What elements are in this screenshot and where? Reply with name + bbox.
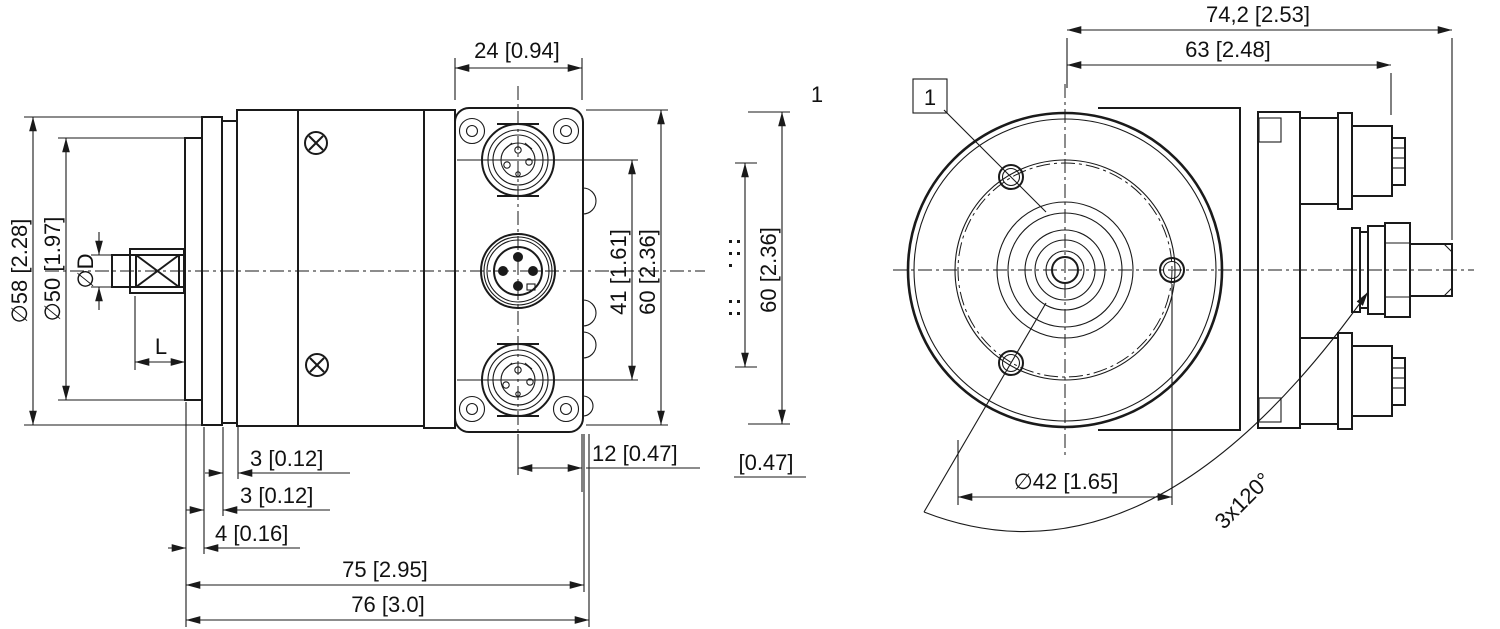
dim-76-label: 76 [3.0]: [351, 592, 424, 617]
dim-dia58: ∅58 [2.28]: [7, 116, 202, 426]
dim-74-2: 74,2 [2.53]: [1066, 2, 1453, 240]
dim-63-label: 63 [2.48]: [1185, 37, 1271, 62]
dim-41-label: 41 [1.61]: [606, 229, 631, 315]
front-view: 1 3x120° ∅42 [1.65] 74,2 [2.53] 63 [: [893, 2, 1474, 534]
connector-block: [454, 107, 584, 433]
hole-radial-line: [923, 302, 1047, 513]
callout-1-label: 1: [924, 85, 936, 110]
mount-tab: [1258, 117, 1282, 143]
cable-gland-bumps: [582, 187, 597, 417]
dim-3-offset-label: 3 [0.12]: [250, 446, 323, 471]
dim-12: 12 [0.47]: [517, 434, 700, 475]
callout-1-boxed: 1: [912, 78, 1047, 213]
m12-connector-bottom: [481, 343, 555, 417]
dim-3x120: 3x120°: [923, 291, 1369, 534]
mounting-ears: [458, 117, 580, 423]
dim-L: L: [134, 292, 186, 370]
dim-diaD: ∅D: [73, 232, 112, 310]
dim-3-offset: 3 [0.12]: [205, 446, 350, 477]
dim-dia42-label: ∅42 [1.65]: [1014, 469, 1119, 494]
dim-74-2-label: 74,2 [2.53]: [1206, 2, 1310, 27]
spacer-ring: [221, 120, 238, 424]
dim-76: 76 [3.0]: [186, 592, 589, 624]
clipped-text-dots: [729, 240, 740, 315]
side-connector-top: [1299, 112, 1406, 210]
phillips-screw-icon: [304, 131, 328, 155]
connector-plate: [423, 109, 456, 429]
housing-body: [236, 109, 425, 427]
dim-dia42: ∅42 [1.65]: [957, 284, 1173, 505]
dim-3x120-label: 3x120°: [1210, 468, 1276, 534]
dim-75-label: 75 [2.95]: [342, 557, 428, 582]
dim-3-thickness: 3 [0.12]: [186, 483, 330, 514]
dim-L-label: L: [155, 334, 167, 359]
mount-tab: [1258, 397, 1282, 423]
dim-3-thickness-label: 3 [0.12]: [240, 483, 313, 508]
dim-4: 4 [0.16]: [168, 521, 300, 552]
fragment-view: 1 60 [2.36] [0.47]: [729, 82, 823, 478]
housing-square: [1098, 107, 1241, 431]
dim-dia50: ∅50 [1.97]: [40, 137, 185, 401]
dim-60-label: 60 [2.36]: [635, 229, 660, 315]
dim-24: 24 [0.94]: [454, 38, 583, 100]
dim-24-label: 24 [0.94]: [474, 38, 560, 63]
pilot-boss: [184, 137, 203, 401]
side-view: 24 [0.94] ∅58 [2.28] ∅50 [1.97] ∅D: [7, 38, 705, 627]
phillips-screw-icon: [305, 353, 329, 377]
fragment-callout-1: 1: [811, 82, 823, 107]
m12-connector-middle: [480, 233, 556, 309]
mounting-hole: [1159, 257, 1185, 283]
dim-75: 75 [2.95]: [186, 557, 584, 589]
dim-4-label: 4 [0.16]: [215, 521, 288, 546]
dim-12-label: 12 [0.47]: [592, 441, 678, 466]
fragment-dim-047-label: [0.47]: [738, 450, 793, 475]
mounting-hole: [998, 350, 1024, 376]
dim-41: 41 [1.61]: [606, 160, 636, 380]
dim-63: 63 [2.48]: [1067, 37, 1392, 115]
mounting-hole: [998, 164, 1024, 190]
fragment-dim-60-label: 60 [2.36]: [756, 227, 781, 313]
dim-dia50-label: ∅50 [1.97]: [40, 217, 65, 322]
dim-60: 60 [2.36]: [586, 109, 668, 426]
dim-dia58-label: ∅58 [2.28]: [7, 219, 32, 324]
m12-connector-top: [481, 123, 555, 197]
dim-diaD-label: ∅D: [73, 253, 98, 288]
side-connector-bottom: [1299, 332, 1406, 430]
